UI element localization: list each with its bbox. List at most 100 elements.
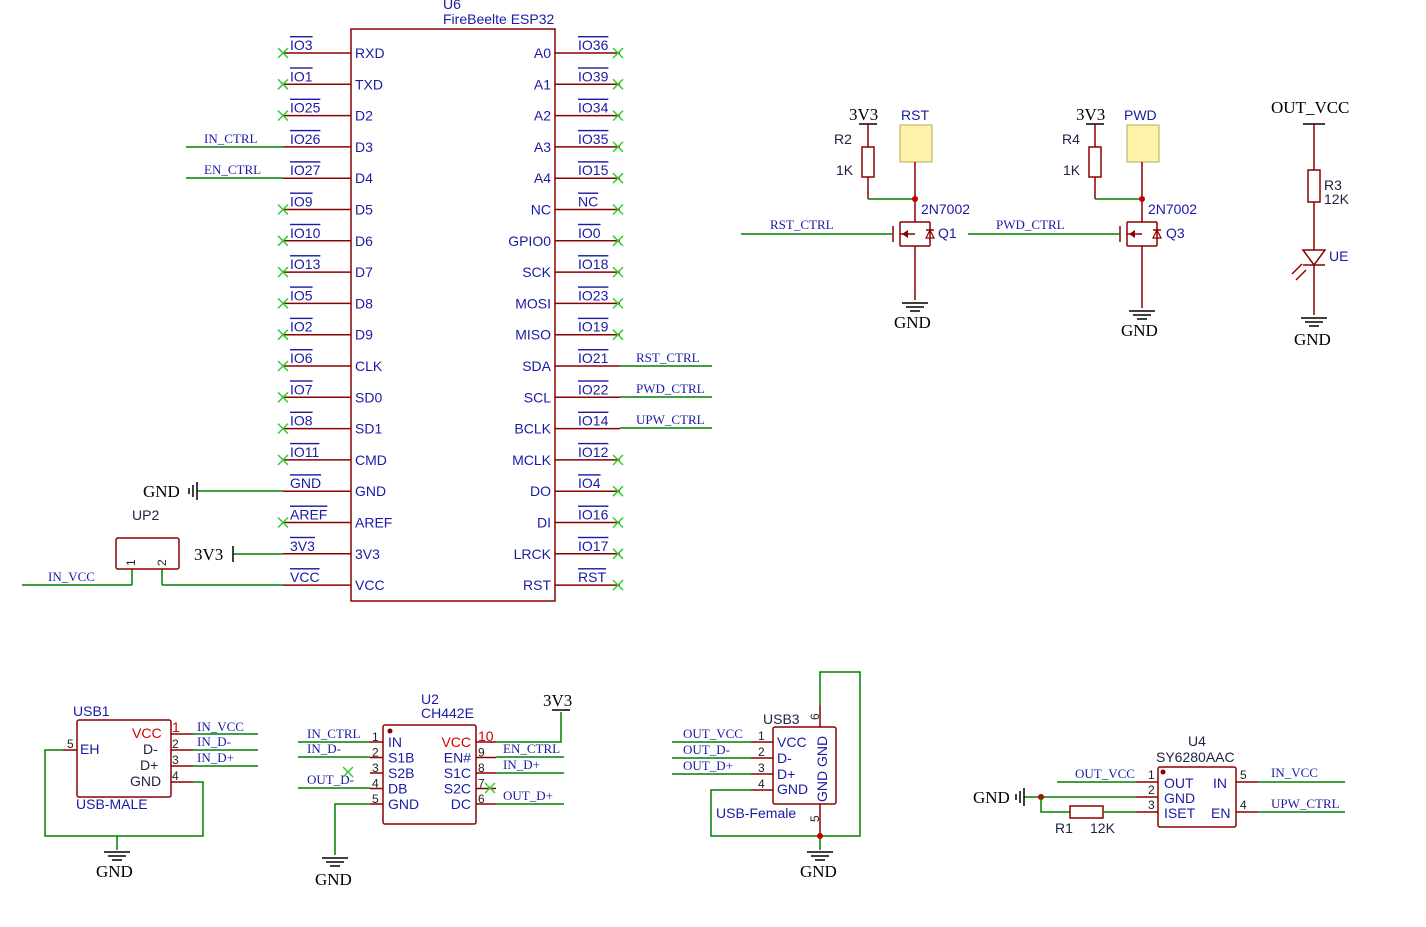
u6-net-right-9: IO19 bbox=[578, 319, 609, 335]
u6-pin-right-16: LRCK bbox=[514, 546, 552, 562]
q1-gate-net: RST_CTRL bbox=[770, 217, 834, 232]
v33-u6: 3V3 bbox=[194, 545, 223, 564]
u6-net-left-12: IO8 bbox=[290, 413, 313, 429]
u6-pin-right-10: SDA bbox=[522, 358, 551, 374]
usb1-net-dp: IN_D+ bbox=[197, 750, 234, 765]
u6-pin-right-2: A2 bbox=[534, 108, 551, 124]
u6-pin-right-5: NC bbox=[531, 202, 551, 218]
usb1-pin-gnd: GND bbox=[130, 773, 161, 789]
u6-net-right-2: IO34 bbox=[578, 100, 609, 116]
u2-pin-right-1: EN# bbox=[444, 750, 471, 766]
u6-net-left-4: IO27 bbox=[290, 162, 321, 178]
u6-pin-right-17: RST bbox=[523, 577, 551, 593]
u2-net-en-ctrl: EN_CTRL bbox=[503, 741, 560, 756]
led-supply: OUT_VCC bbox=[1271, 98, 1349, 117]
u6-net-right-14: IO4 bbox=[578, 475, 601, 491]
q1-rst-circuit: 3V3 R2 1K RST 2N7002 Q1 RST_CTRL GND bbox=[741, 105, 970, 332]
u6-pin-right-13: MCLK bbox=[512, 452, 552, 468]
u6-pin-left-0: RXD bbox=[355, 45, 385, 61]
usb3-part: USB-Female bbox=[716, 805, 796, 821]
u2-pin-left-2: S2B bbox=[388, 765, 414, 781]
u6-esp32: U6 FireBeelte ESP32 RXDIO3TXDIO1D2IO25D3… bbox=[22, 0, 712, 602]
up2-ref: UP2 bbox=[132, 507, 159, 523]
u2-pin-left-3: DB bbox=[388, 781, 407, 797]
u6-net-right-13: IO12 bbox=[578, 444, 609, 460]
u2-pin-left-0: IN bbox=[388, 734, 402, 750]
q1-ref: Q1 bbox=[938, 225, 957, 241]
u6-pin-right-1: A1 bbox=[534, 76, 551, 92]
u6-net-left-6: IO10 bbox=[290, 225, 321, 241]
u6-net-right-8: IO23 bbox=[578, 287, 609, 303]
usb3-num3: 3 bbox=[758, 761, 765, 775]
u6-pin-left-15: AREF bbox=[355, 515, 392, 531]
q3-res-ref: R4 bbox=[1062, 131, 1080, 147]
usb1-part: USB-MALE bbox=[76, 796, 148, 812]
usb3-num2: 2 bbox=[758, 745, 765, 759]
u4-pin-en: EN bbox=[1211, 805, 1230, 821]
q3-gate-net: PWD_CTRL bbox=[996, 217, 1065, 232]
u6-net-left-13: IO11 bbox=[290, 444, 320, 460]
u2-pin-right-2: S1C bbox=[444, 765, 471, 781]
u6-ref: U6 bbox=[443, 0, 461, 12]
usb1-num3: 3 bbox=[172, 753, 179, 767]
q1-button: RST bbox=[901, 107, 929, 123]
u6-pin-left-9: D9 bbox=[355, 327, 373, 343]
u6-net-left-3: IO26 bbox=[290, 131, 321, 147]
usb3-num5: 5 bbox=[808, 815, 822, 822]
u2-num-left-3: 4 bbox=[372, 777, 379, 791]
u2-num-left-0: 1 bbox=[372, 730, 379, 744]
q3-ref: Q3 bbox=[1166, 225, 1185, 241]
usb3-net-dm: OUT_D- bbox=[683, 742, 730, 757]
q1-res-ref: R2 bbox=[834, 131, 852, 147]
u4-pin-gnd: GND bbox=[1164, 790, 1195, 806]
u6-pin-left-14: GND bbox=[355, 483, 386, 499]
usb1-net-dm: IN_D- bbox=[197, 734, 231, 749]
usb1-num1: 1 bbox=[172, 719, 180, 735]
u4-num1: 1 bbox=[1148, 768, 1155, 782]
led-gnd: GND bbox=[1294, 330, 1331, 349]
u4-pin-in: IN bbox=[1213, 775, 1227, 791]
u6-pin-right-7: SCK bbox=[522, 264, 551, 280]
u4-num2: 2 bbox=[1148, 783, 1155, 797]
net-pwd-ctrl: PWD_CTRL bbox=[636, 381, 705, 396]
up2-pin1: 1 bbox=[124, 559, 138, 566]
u6-pin-left-5: D5 bbox=[355, 202, 373, 218]
q3-res-val: 1K bbox=[1063, 162, 1081, 178]
u6-net-right-16: IO17 bbox=[578, 538, 609, 554]
u2-net-in-ctrl: IN_CTRL bbox=[307, 726, 361, 741]
u6-pin-right-14: DO bbox=[530, 483, 551, 499]
usb1-num4: 4 bbox=[172, 769, 179, 783]
u6-net-right-15: IO16 bbox=[578, 507, 609, 523]
q3-gnd: GND bbox=[1121, 321, 1158, 340]
u2-net-out-dp: OUT_D+ bbox=[503, 788, 553, 803]
usb3-net-vcc: OUT_VCC bbox=[683, 726, 743, 741]
led-ref: UE bbox=[1329, 248, 1348, 264]
q1-res-val: 1K bbox=[836, 162, 854, 178]
u6-pin-right-12: BCLK bbox=[514, 421, 551, 437]
u2-num-right-2: 8 bbox=[478, 761, 485, 775]
u2-num-right-3: 7 bbox=[478, 777, 485, 791]
net-rst-ctrl: RST_CTRL bbox=[636, 350, 700, 365]
u6-net-left-7: IO13 bbox=[290, 256, 321, 272]
u2-net-out-dm: OUT_D- bbox=[307, 772, 354, 787]
usb1-num2: 2 bbox=[172, 737, 179, 751]
u6-pin-left-12: SD1 bbox=[355, 421, 382, 437]
rst-button[interactable] bbox=[899, 124, 933, 163]
usb3-num4: 4 bbox=[758, 777, 765, 791]
up2-connector: UP2 1 2 bbox=[115, 507, 180, 570]
u6-left-pins: RXDIO3TXDIO1D2IO25D3IO26D4IO27D5IO9D6IO1… bbox=[277, 37, 392, 593]
u2-num-left-2: 3 bbox=[372, 761, 379, 775]
u2-gnd: GND bbox=[315, 870, 352, 889]
usb3-pin-vcc: VCC bbox=[777, 734, 807, 750]
net-in-vcc: IN_VCC bbox=[48, 569, 95, 584]
u2-num-right-0: 10 bbox=[478, 728, 494, 744]
u6-net-right-0: IO36 bbox=[578, 37, 609, 53]
u2-pin-left-1: S1B bbox=[388, 750, 414, 766]
pwd-button[interactable] bbox=[1126, 124, 1160, 163]
u6-pin-left-2: D2 bbox=[355, 108, 373, 124]
u6-pin-left-1: TXD bbox=[355, 76, 383, 92]
u6-net-right-6: IO0 bbox=[578, 225, 601, 241]
u6-net-left-8: IO5 bbox=[290, 287, 313, 303]
u4-num5: 5 bbox=[1240, 768, 1247, 782]
